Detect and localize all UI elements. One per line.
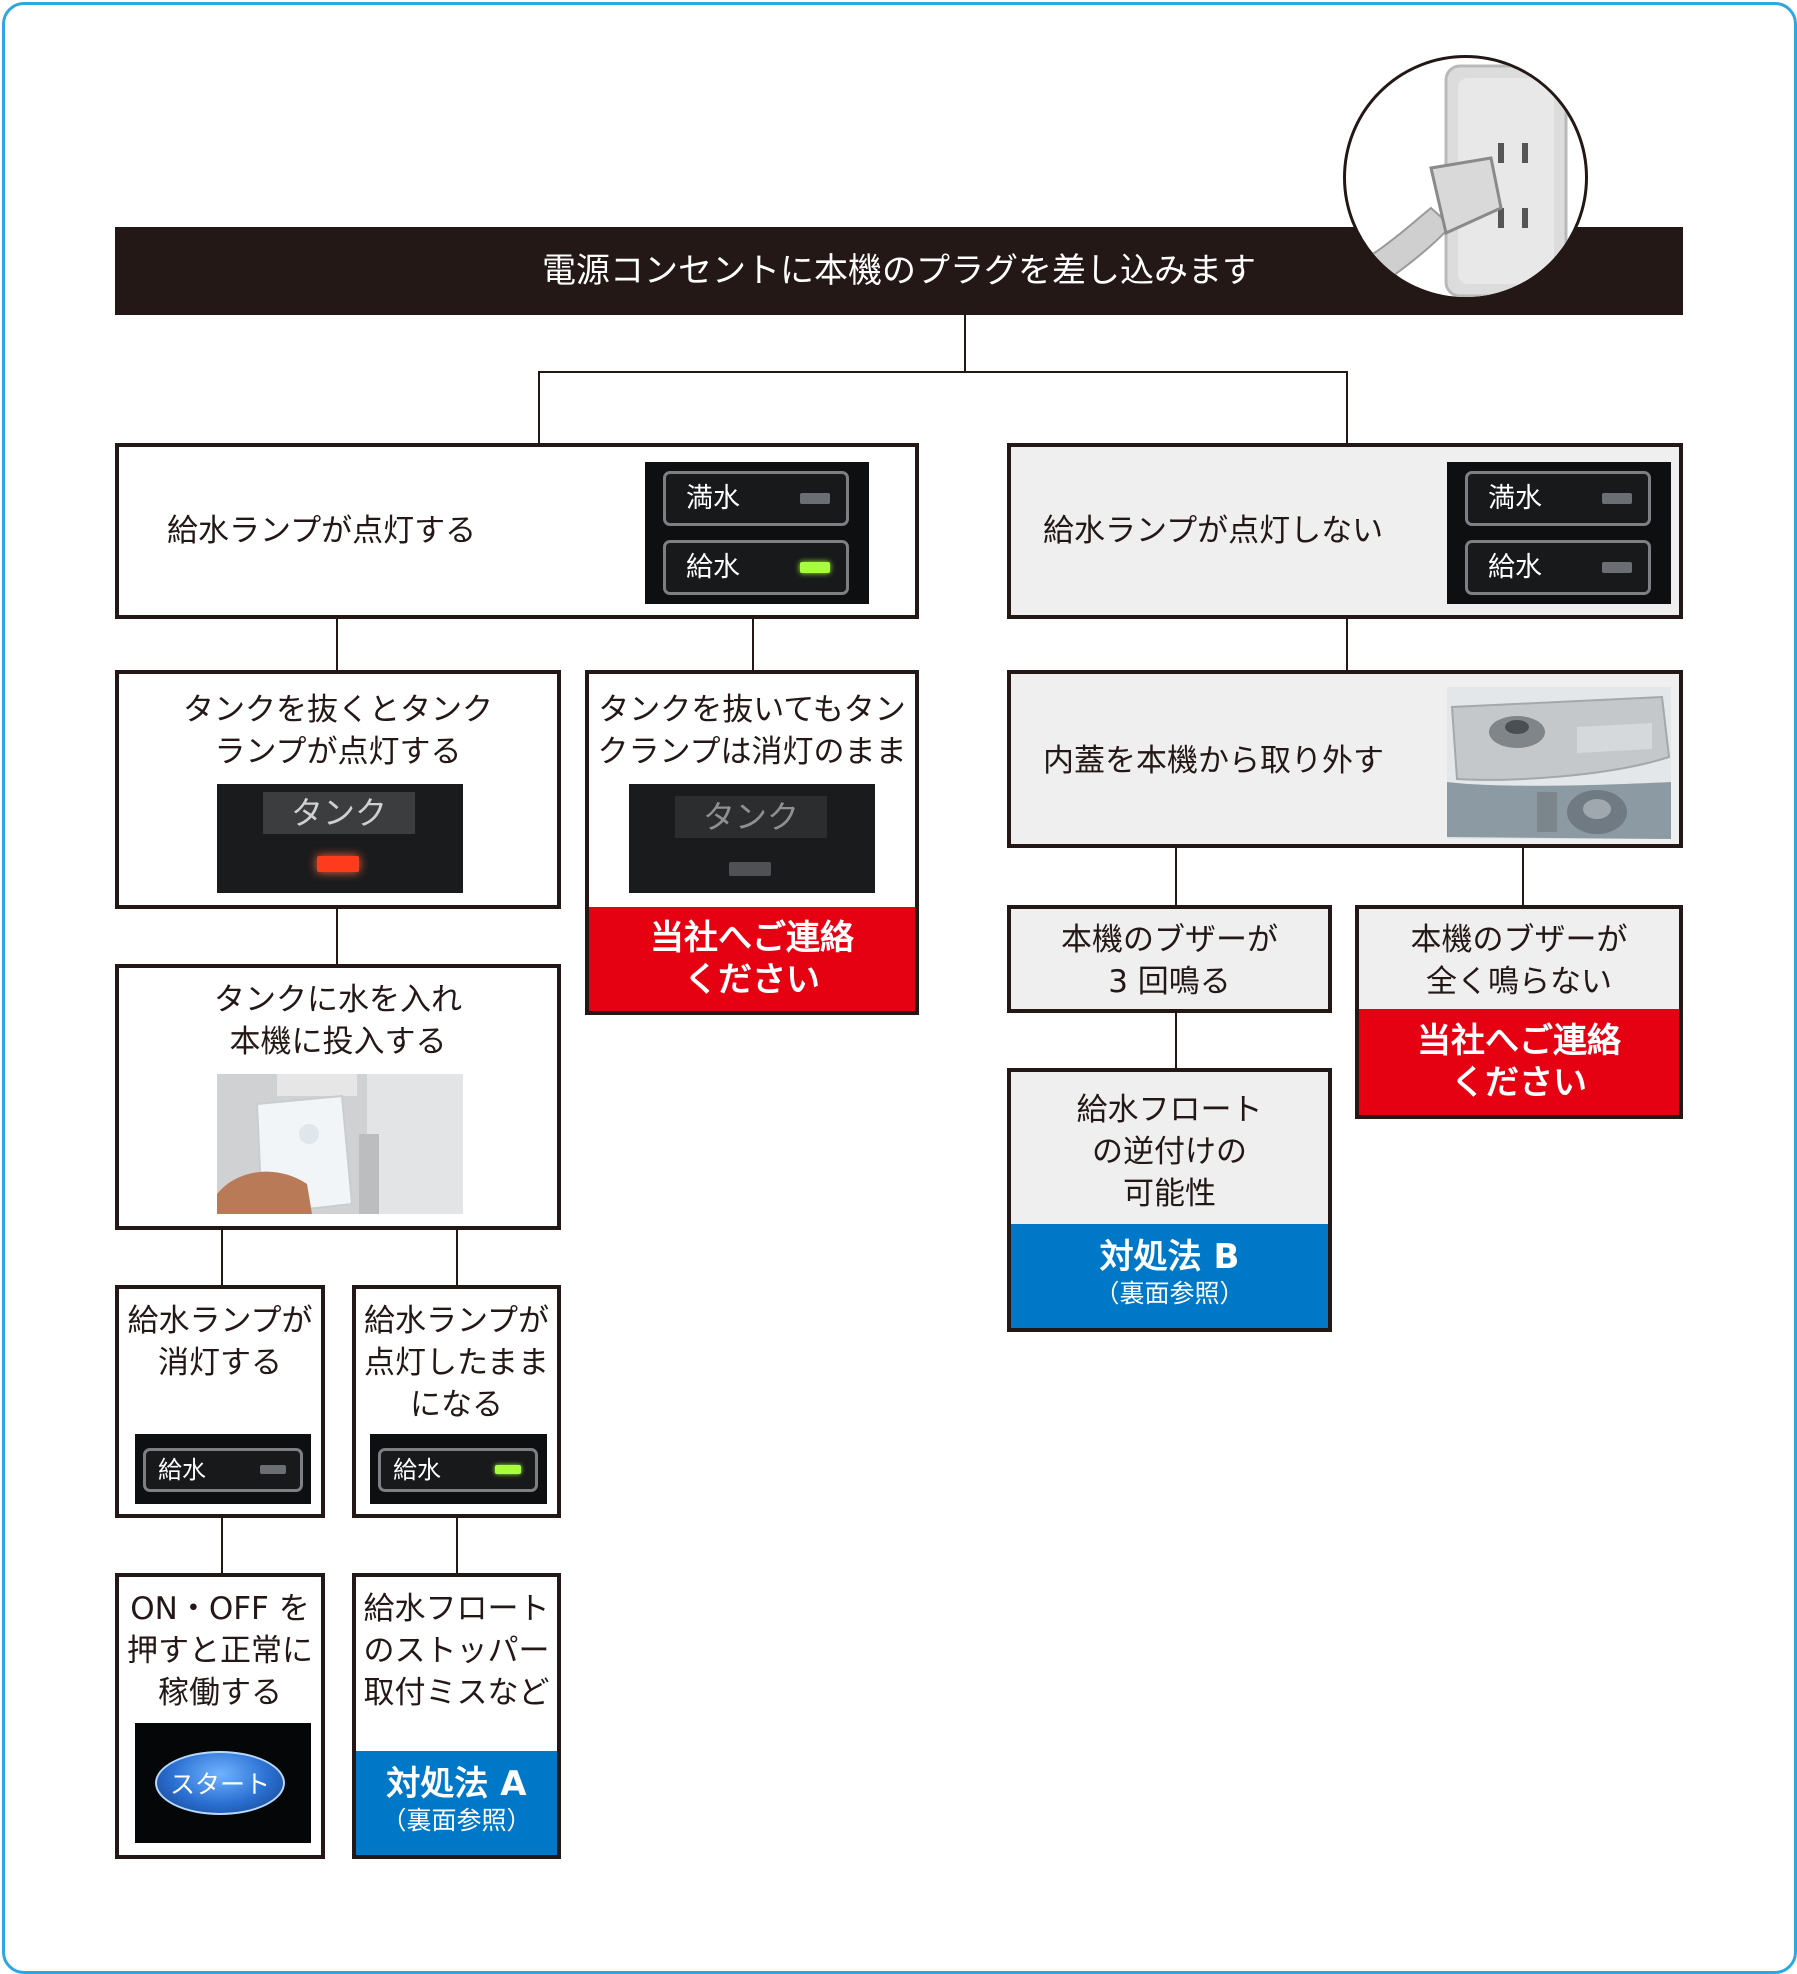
tank-lamp-on-text: タンクを抜くとタンク ランプが点灯する [183, 692, 493, 770]
tank-lamp-on-box: タンクを抜くとタンク ランプが点灯する タンク [115, 670, 561, 909]
stopper-error-text: 給水フロート のストッパー 取付ミスなど [363, 1591, 550, 1711]
inner-lid-photo [1447, 687, 1671, 839]
water-supply-led [260, 1465, 286, 1474]
outlet-illustration [1343, 55, 1588, 300]
water-supply-button: 給水 [1465, 540, 1651, 595]
remedy-b-banner: 対処法 B （裏面参照） [1011, 1224, 1328, 1328]
connector [456, 1518, 458, 1573]
plug-icon [1346, 64, 1568, 297]
float-reversed-box: 給水フロート の逆付けの 可能性 対処法 B （裏面参照） [1007, 1068, 1332, 1332]
lamp-on-box: 給水ランプが点灯する 満水 給水 [115, 443, 919, 619]
contact-us-banner: 当社へご連絡 ください [589, 907, 915, 1011]
water-supply-label: 給水 [1488, 551, 1542, 583]
water-supply-button: 給水 [143, 1448, 303, 1492]
connector [336, 909, 338, 964]
inner-lid-image [1447, 687, 1671, 839]
lamp-off-text: 給水ランプが点灯しない [1043, 513, 1384, 549]
remedy-a-ref: （裏面参照） [381, 1806, 532, 1835]
supply-lamp-off-text: 給水ランプが 消灯する [127, 1303, 313, 1381]
full-water-label: 満水 [1488, 482, 1542, 514]
water-supply-led [1602, 562, 1632, 573]
normal-operation-text: ON・OFF を 押すと正常に 稼働する [127, 1591, 313, 1711]
insert-tank-text: タンクに水を入れ 本機に投入する [214, 982, 462, 1060]
connector [221, 1518, 223, 1573]
connector [752, 619, 754, 670]
supply-stay-panel: 給水 [370, 1434, 547, 1504]
contact-us-banner: 当社へご連絡 ください [1359, 1009, 1679, 1115]
buzzer-three-times-text: 本機のブザーが 3 回鳴る [1061, 922, 1278, 1000]
connector [964, 315, 966, 372]
remedy-b-title: 対処法 B [1099, 1237, 1240, 1277]
full-water-label: 満水 [686, 482, 740, 514]
remove-lid-box: 内蓋を本機から取り外す [1007, 670, 1683, 848]
water-supply-button: 給水 [663, 540, 849, 595]
tank-led [729, 862, 771, 876]
full-water-button: 満水 [663, 471, 849, 526]
connector [538, 371, 540, 443]
supply-off-panel: 給水 [135, 1434, 311, 1504]
water-supply-led [800, 562, 830, 573]
full-water-led [1602, 493, 1632, 504]
connector [336, 619, 338, 670]
banner-text: 電源コンセントに本機のプラグを差し込みます [542, 251, 1256, 291]
remedy-b-ref: （裏面参照） [1094, 1279, 1245, 1308]
tank-panel: タンク [629, 784, 875, 893]
buzzer-silent-box: 本機のブザーが 全く鳴らない 当社へご連絡 ください [1355, 905, 1683, 1119]
tank-panel: タンク [217, 784, 463, 893]
full-water-button: 満水 [1465, 471, 1651, 526]
remedy-a-title: 対処法 A [386, 1764, 527, 1804]
connector [1346, 371, 1348, 443]
lamp-off-box: 給水ランプが点灯しない 満水 給水 [1007, 443, 1683, 619]
start-panel: スタート [135, 1723, 311, 1843]
buzzer-three-times-box: 本機のブザーが 3 回鳴る [1007, 905, 1332, 1013]
supply-lamp-stay-box: 給水ランプが 点灯したまま になる 給水 [352, 1285, 561, 1518]
full-water-led [800, 493, 830, 504]
float-reversed-text: 給水フロート の逆付けの 可能性 [1076, 1092, 1263, 1212]
water-supply-button: 給水 [378, 1448, 538, 1492]
remedy-a-banner: 対処法 A （裏面参照） [356, 1751, 557, 1855]
supply-lamp-stay-text: 給水ランプが 点灯したまま になる [363, 1303, 550, 1423]
connector [1346, 619, 1348, 670]
insert-tank-box: タンクに水を入れ 本機に投入する [115, 964, 561, 1230]
start-label: スタート [169, 1770, 270, 1799]
tank-insert-image [217, 1074, 463, 1214]
connector [1175, 1013, 1177, 1068]
lamp-on-text: 給水ランプが点灯する [167, 513, 477, 549]
tank-lamp-off-box: タンクを抜いてもタン クランプは消灯のまま タンク 当社へご連絡 ください [585, 670, 919, 1015]
tank-lamp-off-text: タンクを抜いてもタン クランプは消灯のまま [597, 692, 907, 770]
water-supply-label: 給水 [686, 551, 740, 583]
normal-operation-box: ON・OFF を 押すと正常に 稼働する スタート [115, 1573, 325, 1859]
connector [538, 371, 1348, 373]
connector [1175, 848, 1177, 905]
water-supply-label: 給水 [393, 1456, 441, 1484]
start-button: スタート [155, 1751, 285, 1815]
connector [456, 1230, 458, 1285]
buzzer-silent-text: 本機のブザーが 全く鳴らない [1410, 922, 1628, 1000]
water-supply-label: 給水 [158, 1456, 206, 1484]
connector [221, 1230, 223, 1285]
tank-insert-photo [217, 1074, 463, 1214]
lamp-on-panel: 満水 給水 [645, 462, 869, 604]
tank-label: タンク [263, 792, 415, 834]
water-supply-led [495, 1465, 521, 1474]
connector [1522, 848, 1524, 905]
tank-led [317, 856, 359, 872]
tank-label: タンク [675, 796, 827, 838]
supply-lamp-off-box: 給水ランプが 消灯する 給水 [115, 1285, 325, 1518]
stopper-error-box: 給水フロート のストッパー 取付ミスなど 対処法 A （裏面参照） [352, 1573, 561, 1859]
lamp-off-panel: 満水 給水 [1447, 462, 1671, 604]
remove-lid-text: 内蓋を本機から取り外す [1043, 743, 1384, 779]
